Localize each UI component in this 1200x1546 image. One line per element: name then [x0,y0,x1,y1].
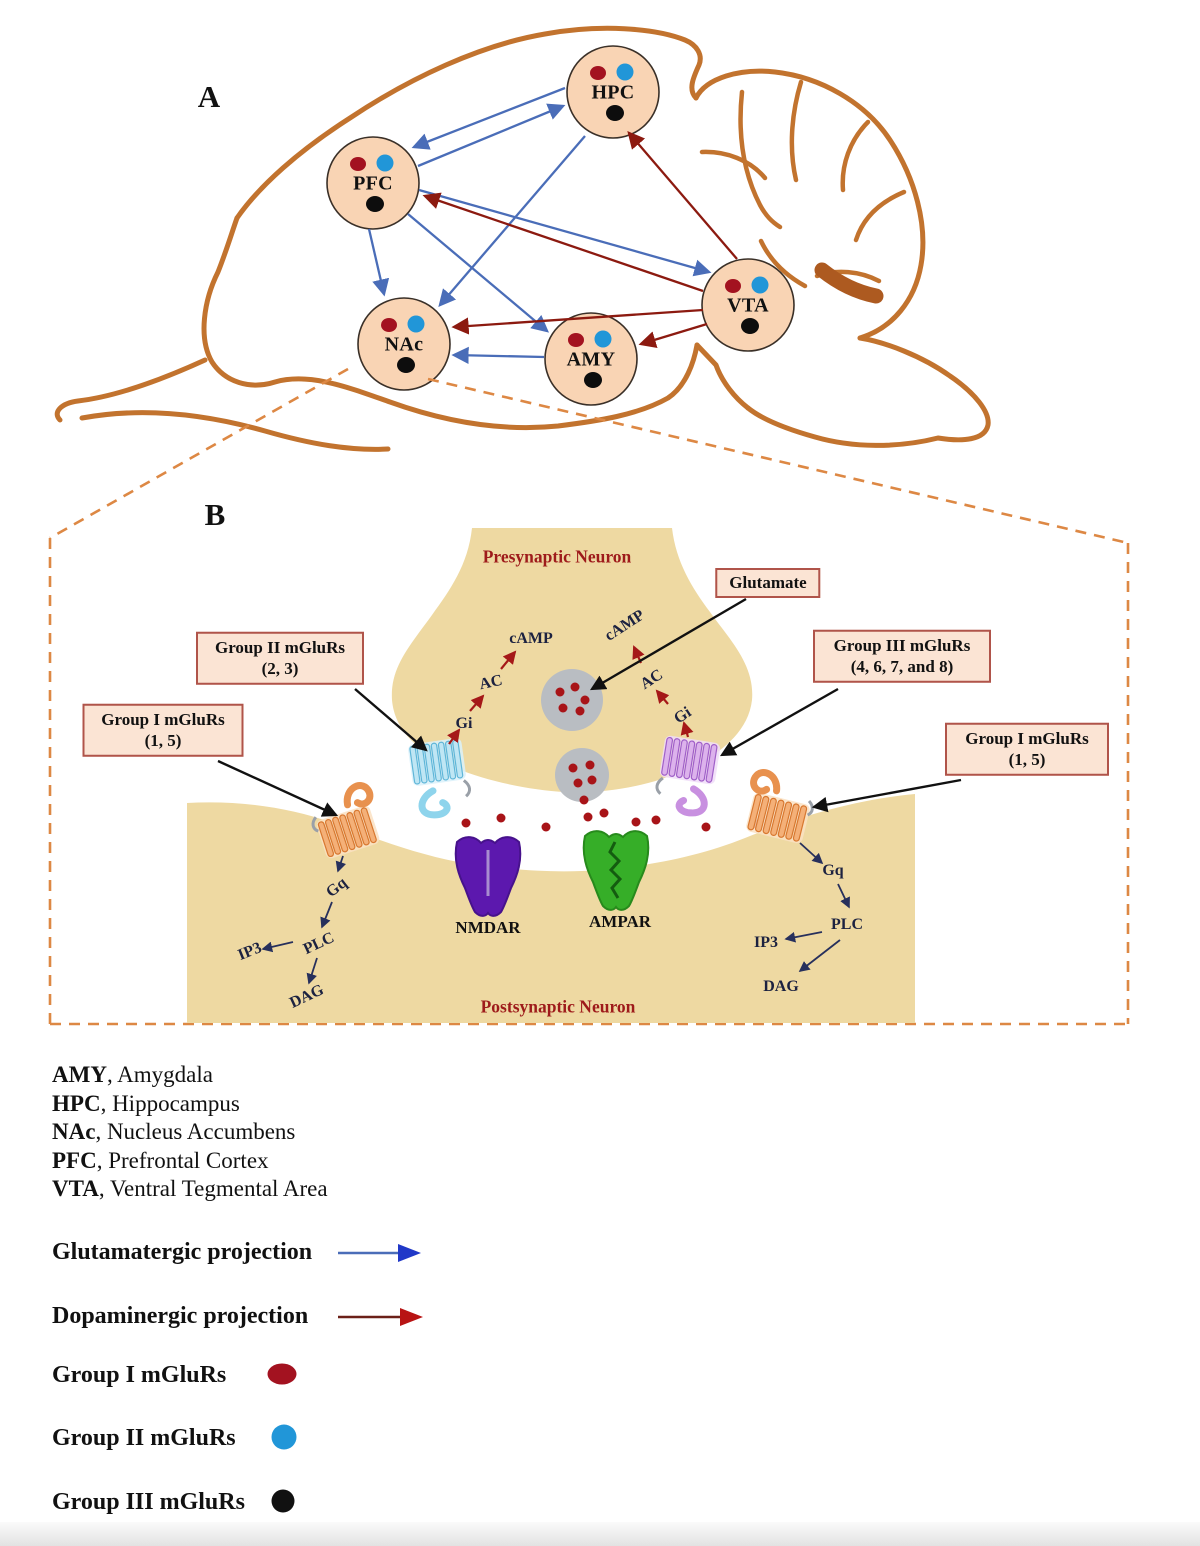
abbr-pfc: PFC [52,1147,97,1173]
synaptic-vesicles [541,669,609,802]
panel-b-dashed-border [48,367,1130,1026]
abbr-amy-name: , Amygdala [106,1062,213,1087]
glutamate-callout-box: Glutamate [715,568,821,598]
group1-right-line2: (1, 5) [1008,750,1046,769]
dag-label-right: DAG [763,978,799,995]
mglur1-receptor-right [746,769,814,844]
node-label-vta: VTA [727,294,769,317]
group1-right-line1: Group I mGluRs [965,728,1089,748]
legend-dopaminergic-label: Dopaminergic projection [52,1303,309,1329]
group2-mglur-box: Group II mGluRs (2, 3) [196,631,364,685]
group2-line1: Group II mGluRs [214,637,346,657]
ampar-label: AMPAR [589,912,651,931]
presynaptic-signaling-arrows [447,645,694,745]
group2-line2: (2, 3) [261,659,299,678]
brain-outline [54,25,991,452]
group1-left-mglur-box: Group I mGluRs (1, 5) [82,703,244,757]
presynaptic-terminal-shape [391,528,753,793]
legend-glutamatergic-label: Glutamatergic projection [52,1239,313,1265]
mglur1-receptor-left [311,782,380,859]
legend-group2-label: Group II mGluRs [52,1425,236,1451]
panel-b-label: B [204,497,226,532]
group3-line1: Group III mGluRs [833,635,971,655]
legend-glutamatergic-arrow [338,1244,421,1262]
abbr-hpc: HPC [52,1090,101,1116]
legend-dopaminergic-arrow [338,1308,423,1326]
legend-group3-label: Group III mGluRs [52,1489,245,1515]
abbr-vta: VTA [52,1176,99,1201]
abbr-pfc-name: , Prefrontal Cortex [96,1147,269,1173]
brain-node-nac [357,297,451,391]
gi-label-left: Gi [455,715,473,732]
group1-right-mglur-box: Group I mGluRs (1, 5) [945,722,1109,776]
cerebellum-folia [699,79,907,304]
legend-group-dots [267,1363,297,1513]
brain-node-amy [544,312,638,406]
panel-a-label: A [197,79,221,114]
bottom-scan-strip [0,1522,1200,1546]
abbr-amy: AMY [52,1062,107,1087]
group3-mglur-box: Group III mGluRs (4, 6, 7, and 8) [813,629,991,683]
group1-left-line1: Group I mGluRs [101,709,225,729]
dopaminergic-projection-arrows [422,131,738,349]
legend-group1-label: Group I mGluRs [52,1362,227,1388]
mglur3-receptor [655,735,721,817]
node-label-hpc: HPC [591,81,635,104]
nmdar-receptor [454,836,522,917]
brain-node-hpc [566,45,660,139]
abbr-row-amy: AMY, Amygdala [52,1061,328,1090]
postsynaptic-neuron-shape [187,794,915,1023]
glutamate-dots [461,682,761,832]
presynaptic-neuron-label: Presynaptic Neuron [482,546,632,567]
camp-label-left: cAMP [509,630,553,647]
postsynaptic-signaling-arrows [261,842,850,985]
nmdar-label: NMDAR [455,918,521,937]
group1-left-line2: (1, 5) [144,731,182,750]
ip3-label-right: IP3 [754,934,778,951]
abbr-row-pfc: PFC, Prefrontal Cortex [52,1147,328,1176]
postsynaptic-neuron-label: Postsynaptic Neuron [480,996,636,1017]
gq-label-right: Gq [822,862,844,879]
abbr-row-vta: VTA, Ventral Tegmental Area [52,1175,328,1204]
abbr-vta-name: , Ventral Tegmental Area [98,1176,328,1201]
abbreviation-legend: AMY, Amygdala HPC, Hippocampus NAc, Nucl… [52,1061,328,1204]
callout-arrows [217,597,962,817]
ampar-receptor [582,830,650,911]
abbr-row-hpc: HPC, Hippocampus [52,1090,328,1119]
node-label-pfc: PFC [353,172,393,195]
glutamatergic-projection-arrows [367,86,712,364]
abbr-hpc-name: , Hippocampus [100,1090,240,1116]
plc-label-right: PLC [831,916,863,933]
group3-line2: (4, 6, 7, and 8) [850,657,954,676]
node-label-amy: AMY [566,348,616,371]
abbr-nac-name: , Nucleus Accumbens [95,1119,296,1144]
node-label-nac: NAc [384,333,424,356]
brain-node-pfc [326,136,420,230]
abbr-nac: NAc [52,1119,96,1144]
abbr-row-nac: NAc, Nucleus Accumbens [52,1118,328,1147]
brain-node-vta [701,258,795,352]
